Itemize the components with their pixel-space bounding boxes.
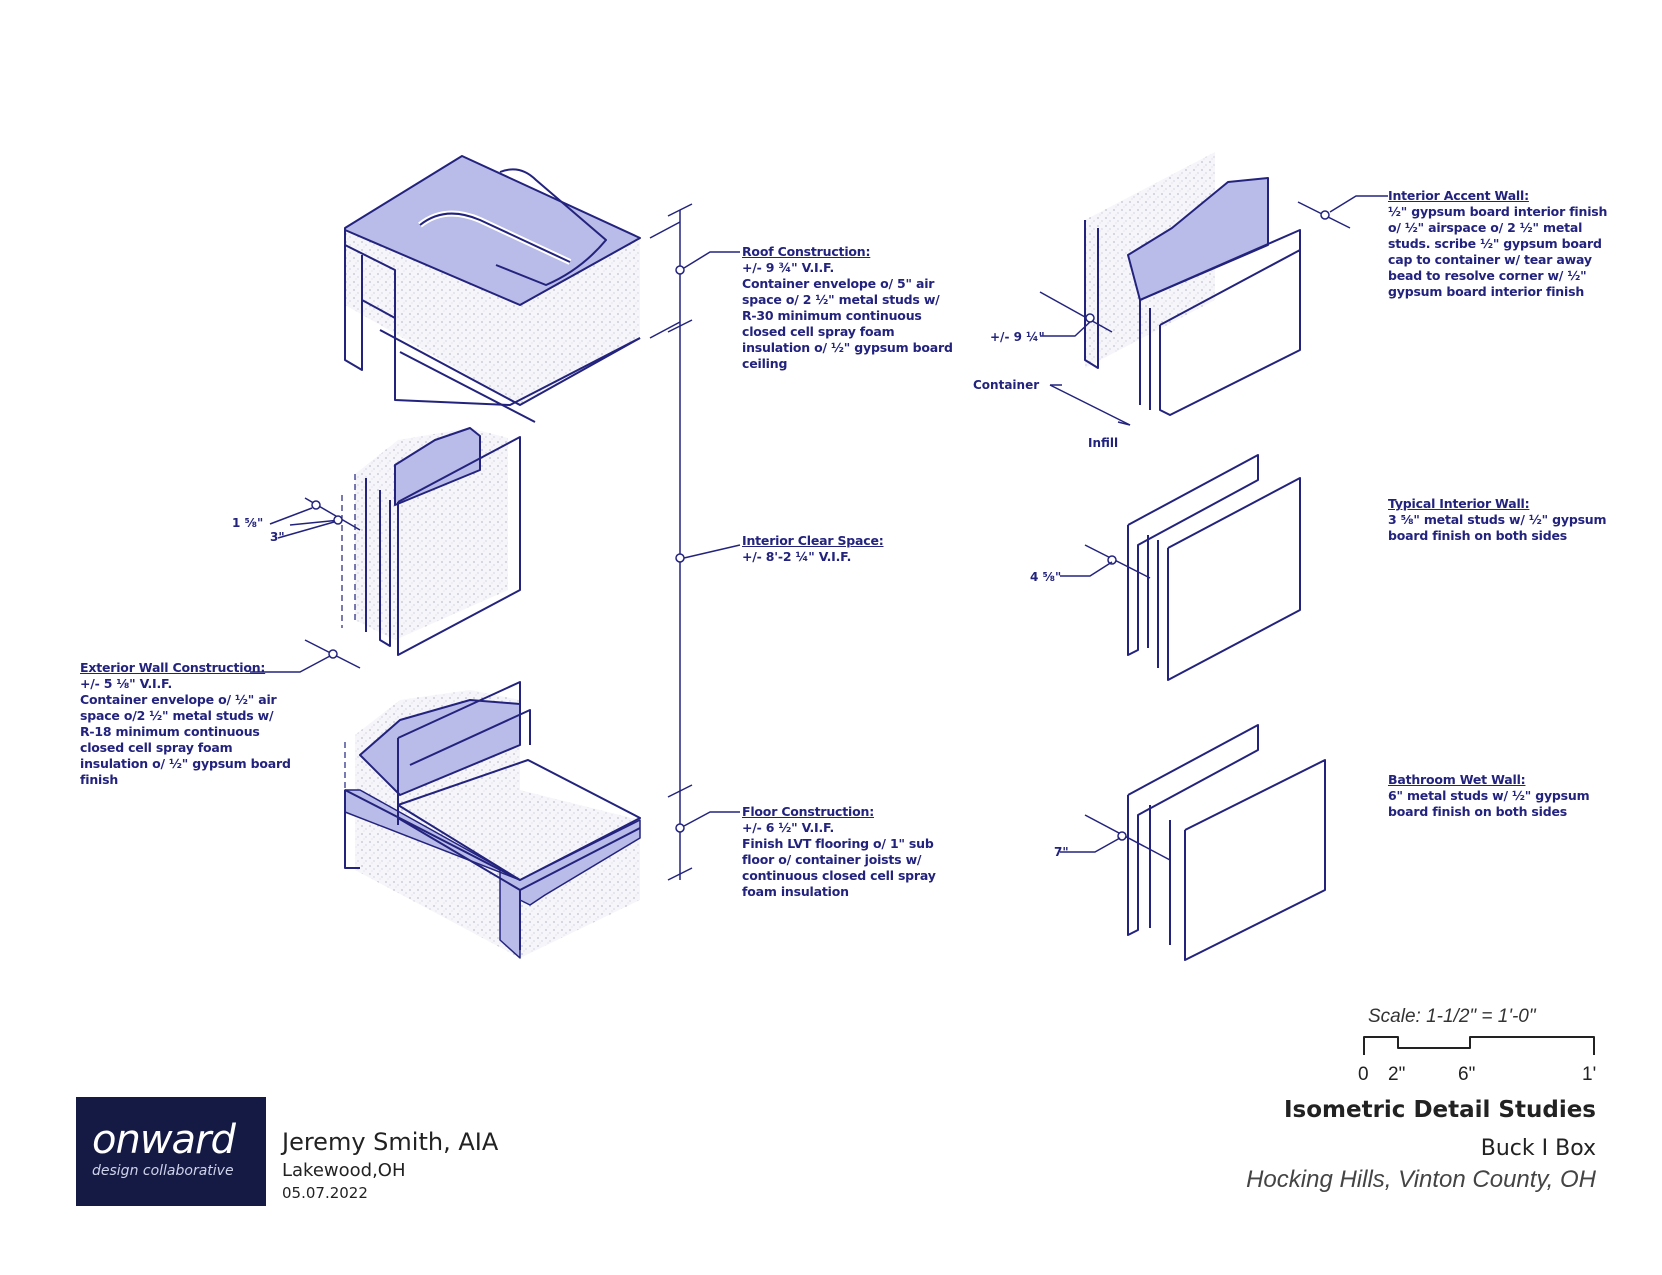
dim-7: 7" [1054, 845, 1069, 859]
roof-note-line: R-30 minimum continuous [742, 308, 922, 323]
typical-wall-line: 3 ⅝" metal studs w/ ½" gypsum [1388, 512, 1607, 527]
roof-note-line: insulation o/ ½" gypsum board [742, 340, 953, 355]
bathroom-wet-wall-note: Bathroom Wet Wall: 6" metal studs w/ ½" … [1388, 772, 1590, 820]
scale-tick-0: 0 [1358, 1064, 1369, 1085]
exterior-wall-line: R-18 minimum continuous [80, 724, 260, 739]
exterior-wall-note: Exterior Wall Construction: +/- 5 ⅛" V.I… [80, 660, 291, 788]
dim-3: 3" [270, 530, 285, 544]
scale-tick-2in: 2" [1388, 1064, 1406, 1085]
floor-note-line: +/- 6 ½" V.I.F. [742, 820, 835, 835]
interior-clear-heading: Interior Clear Space: [742, 533, 884, 548]
floor-note-line: Finish LVT flooring o/ 1" sub [742, 836, 934, 851]
project-name: Buck I Box [1480, 1136, 1596, 1161]
roof-note-line: space o/ 2 ½" metal studs w/ [742, 292, 940, 307]
roof-note-line: closed cell spray foam [742, 324, 895, 339]
floor-construction-note: Floor Construction: +/- 6 ½" V.I.F. Fini… [742, 804, 936, 900]
floor-note-heading: Floor Construction: [742, 804, 875, 819]
scale-bar [1363, 1036, 1595, 1055]
wet-wall-dims [1060, 814, 1171, 861]
roof-note-line: ceiling [742, 356, 788, 371]
typical-interior-wall-note: Typical Interior Wall: 3 ⅝" metal studs … [1388, 496, 1607, 544]
overall-dimension-line [649, 203, 741, 881]
project-location: Hocking Hills, Vinton County, OH [1246, 1166, 1596, 1193]
accent-wall-heading: Interior Accent Wall: [1388, 188, 1529, 203]
scale-tick-1ft: 1' [1582, 1064, 1597, 1085]
wall-dimension-marks [250, 497, 361, 673]
scale-tick-6in: 6" [1458, 1064, 1476, 1085]
logo-tagline: design collaborative [92, 1163, 234, 1179]
firm-logo: onward design collaborative [76, 1097, 266, 1206]
interior-accent-wall-note: Interior Accent Wall: ½" gypsum board in… [1388, 188, 1607, 300]
accent-wall-line: gypsum board interior finish [1388, 284, 1585, 299]
wet-wall-line: board finish on both sides [1388, 804, 1568, 819]
roof-note-line: Container envelope o/ 5" air [742, 276, 935, 291]
roof-note-heading: Roof Construction: [742, 244, 871, 259]
author-city: Lakewood,OH [282, 1160, 406, 1181]
typical-wall-detail [1127, 454, 1301, 681]
wet-wall-heading: Bathroom Wet Wall: [1388, 772, 1526, 787]
floor-note-line: continuous closed cell spray [742, 868, 936, 883]
author-name: Jeremy Smith, AIA [282, 1128, 499, 1156]
typical-wall-dims [1060, 544, 1151, 579]
accent-wall-line: cap to container w/ tear away [1388, 252, 1592, 267]
exterior-wall-line: finish [80, 772, 119, 787]
scale-title: Scale: 1-1/2" = 1'-0" [1368, 1006, 1536, 1027]
accent-wall-detail [1084, 152, 1301, 416]
accent-wall-line: o/ ½" airspace o/ 2 ½" metal [1388, 220, 1583, 235]
logo-wordmark: onward [92, 1117, 236, 1163]
exterior-wall-heading: Exterior Wall Construction: [80, 660, 266, 675]
wet-wall-detail [1127, 724, 1326, 961]
label-infill: Infill [1088, 436, 1119, 450]
exterior-wall-line: +/- 5 ⅛" V.I.F. [80, 676, 173, 691]
sheet-title: Isometric Detail Studies [1283, 1097, 1596, 1123]
interior-clear-line: +/- 8'-2 ¼" V.I.F. [742, 549, 852, 564]
sheet-date: 05.07.2022 [282, 1184, 368, 1202]
dim-4-5-8: 4 ⅝" [1030, 570, 1062, 584]
dim-9-1-4: +/- 9 ¼" [990, 330, 1045, 344]
roof-construction-note: Roof Construction: +/- 9 ¾" V.I.F. Conta… [742, 244, 953, 372]
exterior-wall-line: space o/2 ½" metal studs w/ [80, 708, 274, 723]
dim-1-5-8: 1 ⅝" [232, 516, 264, 530]
exterior-wall-line: closed cell spray foam [80, 740, 233, 755]
interior-clear-space-note: Interior Clear Space: +/- 8'-2 ¼" V.I.F. [742, 533, 884, 565]
roof-detail [344, 155, 641, 423]
wet-wall-line: 6" metal studs w/ ½" gypsum [1388, 788, 1590, 803]
exterior-wall-line: insulation o/ ½" gypsum board [80, 756, 291, 771]
typical-wall-line: board finish on both sides [1388, 528, 1568, 543]
accent-wall-line: bead to resolve corner w/ ½" [1388, 268, 1587, 283]
label-container: Container [973, 378, 1040, 392]
accent-wall-line: ½" gypsum board interior finish [1388, 204, 1608, 219]
typical-wall-heading: Typical Interior Wall: [1388, 496, 1530, 511]
floor-note-line: foam insulation [742, 884, 849, 899]
wall-detail [341, 427, 521, 656]
floor-detail [344, 681, 641, 959]
accent-wall-line: studs. scribe ½" gypsum board [1388, 236, 1602, 251]
roof-note-line: +/- 9 ¾" V.I.F. [742, 260, 835, 275]
floor-note-line: floor o/ container joists w/ [742, 852, 922, 867]
accent-wall-dims [1039, 195, 1380, 426]
exterior-wall-line: Container envelope o/ ½" air [80, 692, 277, 707]
